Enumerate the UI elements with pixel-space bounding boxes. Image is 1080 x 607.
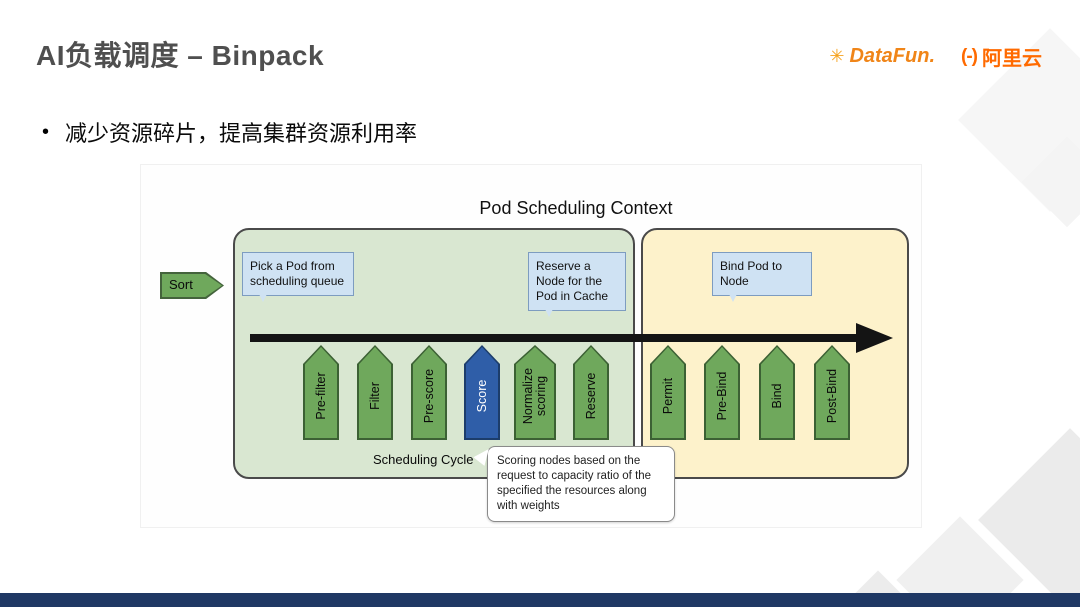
callout-bind-pod: Bind Pod to Node — [712, 252, 812, 302]
page-title: AI负载调度 – Binpack — [36, 40, 325, 71]
bullet-item: • 减少资源碎片，提高集群资源利用率 — [42, 116, 417, 148]
step-label: Normalize scoring — [520, 368, 548, 425]
step-fill — [575, 347, 607, 438]
step-fill — [359, 347, 391, 438]
step-label: Score — [475, 379, 489, 413]
step-post-bind: Post-Bind — [814, 345, 850, 440]
aliyun-logo: (-) 阿里云 — [961, 42, 1042, 71]
step-score-highlighted: Score — [464, 345, 500, 440]
step-fill — [761, 347, 793, 438]
step-fill — [305, 347, 337, 438]
step-label: Permit — [661, 378, 675, 415]
step-label: Pre-filter — [314, 372, 328, 420]
sort-arrow-fill — [162, 274, 222, 297]
step-label: Post-Bind — [825, 369, 839, 424]
datafun-logo-icon: ✳ — [829, 46, 845, 66]
aliyun-logo-text: 阿里云 — [982, 48, 1042, 70]
footer-bar — [0, 593, 1080, 607]
step-bind: Bind — [759, 345, 795, 440]
step-fill — [706, 347, 738, 438]
step-fill — [652, 347, 684, 438]
step-reserve: Reserve — [573, 345, 609, 440]
bullet-text: 减少资源碎片，提高集群资源利用率 — [65, 121, 418, 146]
logo-bar: ✳ DataFun. (-) 阿里云 — [829, 42, 1042, 71]
step-fill — [516, 347, 554, 438]
step-pre-filter: Pre-filter — [303, 345, 339, 440]
callout-reserve-node: Reserve a Node for the Pod in Cache — [528, 252, 626, 317]
step-permit: Permit — [650, 345, 686, 440]
step-label: Pre-Bind — [715, 371, 729, 421]
timeline-arrow-shaft — [250, 334, 858, 342]
diagram-title: Pod Scheduling Context — [479, 198, 673, 218]
datafun-logo-text: DataFun. — [849, 45, 936, 67]
sort-label: Sort — [169, 277, 193, 292]
step-label: Bind — [770, 383, 784, 409]
step-filter: Filter — [357, 345, 393, 440]
step-label: Reserve — [584, 373, 598, 420]
bullet-dot: • — [42, 120, 50, 143]
step-pre-score: Pre-score — [411, 345, 447, 440]
step-label: Filter — [368, 382, 382, 411]
step-fill — [466, 347, 498, 438]
datafun-logo: ✳ DataFun. — [829, 45, 935, 68]
scoring-note: Scoring nodes based on the request to ca… — [487, 446, 675, 522]
sort-arrow: Sort — [160, 272, 224, 299]
callout-pick-pod: Pick a Pod from scheduling queue — [242, 252, 354, 302]
scheduling-cycle-label: Scheduling Cycle — [373, 452, 474, 467]
timeline-arrow-head — [856, 323, 893, 353]
step-fill — [816, 347, 848, 438]
step-normalize-scoring: Normalize scoring — [514, 345, 556, 440]
aliyun-logo-icon: (-) — [961, 45, 978, 67]
step-pre-bind: Pre-Bind — [704, 345, 740, 440]
step-fill — [413, 347, 445, 438]
step-label: Pre-score — [422, 369, 436, 424]
